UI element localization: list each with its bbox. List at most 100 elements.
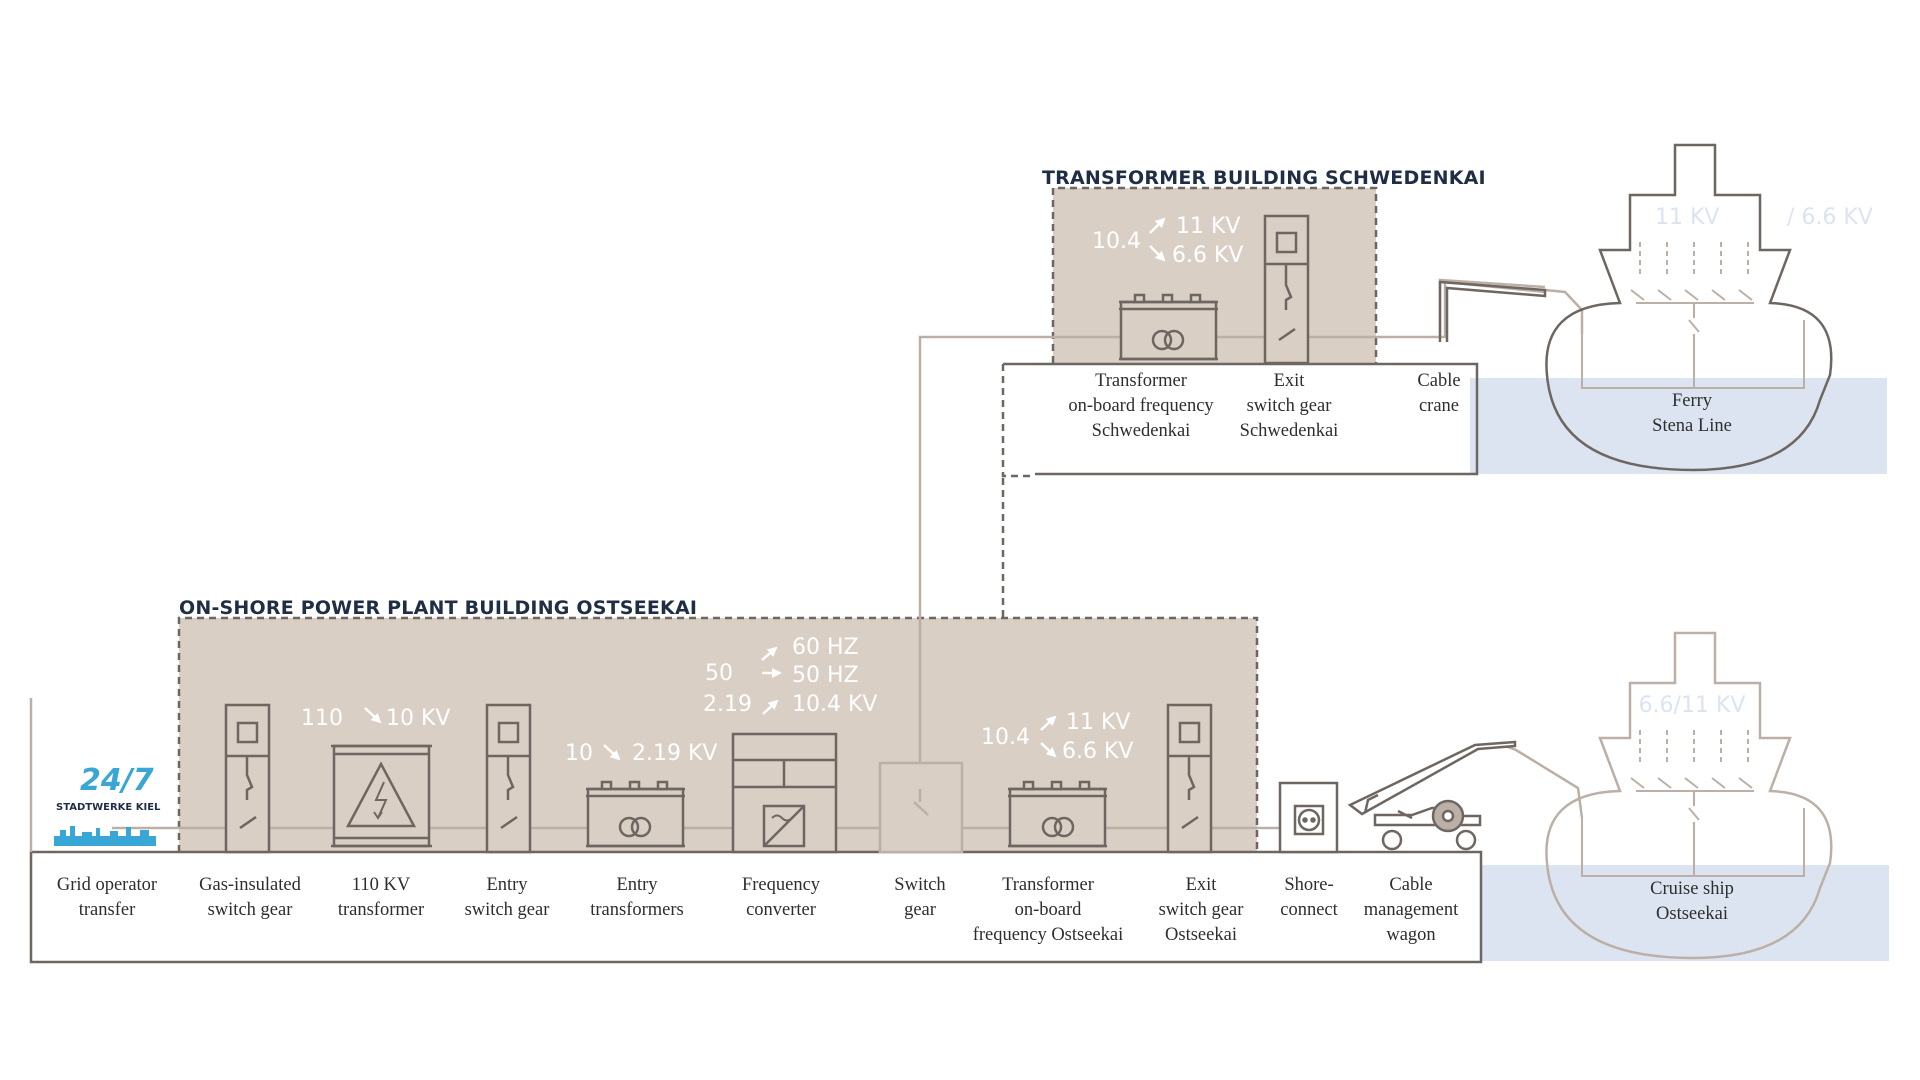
t110-to: 10 KV — [386, 706, 450, 731]
label-exit-o-line: Ostseekai — [1165, 925, 1237, 945]
tob-o-to1: 11 KV — [1066, 710, 1130, 735]
label-cmw-line: wagon — [1386, 925, 1435, 945]
label-entry-sg-line: switch gear — [465, 900, 550, 920]
label-shore-line: Shore- — [1284, 875, 1333, 895]
cruise-wiring — [1581, 730, 1805, 877]
label-gis-line: Gas-insulated — [199, 875, 301, 895]
t110-from: 110 — [301, 706, 343, 731]
tob-s-to2: 6.6 KV — [1172, 243, 1243, 268]
cable-management-wagon — [1347, 740, 1517, 851]
logo-name: STADTWERKE KIEL — [56, 802, 161, 813]
label-cruise-line: Cruise ship — [1650, 879, 1734, 899]
heading-schwedenkai: TRANSFORMER BUILDING SCHWEDENKAI — [1042, 167, 1486, 189]
stadtwerke-kiel-logo: 24/7 STADTWERKE KIEL — [54, 763, 161, 846]
label-t110: 110 KV transformer — [338, 875, 424, 920]
tob-o-to2: 6.6 KV — [1062, 739, 1133, 764]
tob-s-to1: 11 KV — [1176, 214, 1240, 239]
label-entry-tr-line: Entry — [616, 875, 658, 895]
cruise-volt: 6.6/11 KV — [1639, 693, 1746, 718]
ferry-volt-b: / 6.6 KV — [1787, 205, 1873, 230]
cable-crane — [1438, 280, 1547, 342]
label-tob-o: Transformer on-board frequency Ostseekai — [973, 875, 1124, 945]
label-tob-s-line: on-board frequency — [1068, 396, 1214, 416]
freq-v-from: 2.19 — [703, 692, 752, 717]
label-freq: Frequency converter — [742, 875, 821, 920]
label-crane: Cable crane — [1417, 371, 1460, 416]
label-grid-line: Grid operator — [57, 875, 157, 895]
transformer-onboard-ostseekai — [1008, 780, 1107, 848]
ferry-wiring — [1581, 242, 1805, 389]
entry-switchgear — [485, 703, 532, 854]
frequency-converter — [731, 732, 838, 854]
label-ferry-line: Ferry — [1672, 391, 1713, 411]
ship-cruise — [1545, 631, 1833, 960]
label-exit-s-line: switch gear — [1247, 396, 1332, 416]
shore-connect — [1278, 781, 1339, 854]
heading-ostseekai: ON-SHORE POWER PLANT BUILDING OSTSEEKAI — [179, 597, 697, 619]
tob-s-from: 10.4 — [1092, 229, 1141, 254]
entry-to: 2.19 KV — [632, 741, 717, 766]
label-gis-line: switch gear — [208, 900, 293, 920]
label-switch: Switch gear — [894, 875, 945, 920]
logo-number: 24/7 — [80, 763, 154, 798]
city-skyline-icon — [54, 826, 156, 846]
label-t110-line: 110 KV — [352, 875, 411, 895]
label-gis: Gas-insulated switch gear — [199, 875, 301, 920]
water-schwedenkai — [1470, 378, 1887, 474]
label-shore: Shore-connect — [1280, 875, 1338, 920]
exit-switchgear-schwedenkai — [1263, 214, 1310, 365]
freq-out1: 60 HZ — [792, 635, 859, 660]
label-entry-tr-line: transformers — [590, 900, 684, 920]
label-tob-o-line: on-board — [1015, 900, 1083, 920]
label-freq-line: converter — [746, 900, 816, 920]
label-entry-tr: Entry transformers — [590, 875, 684, 920]
label-tob-o-line: frequency Ostseekai — [973, 925, 1124, 945]
entry-from: 10 — [565, 741, 593, 766]
ship-ferry — [1545, 143, 1833, 472]
tob-o-from: 10.4 — [981, 725, 1030, 750]
label-exit-o-line: Exit — [1186, 875, 1218, 895]
freq-v-to: 10.4 KV — [792, 692, 877, 717]
label-crane-line: Cable — [1417, 371, 1460, 391]
label-cmw: Cable management wagon — [1364, 875, 1459, 945]
freq-in: 50 — [705, 661, 733, 686]
label-exit-s-line: Exit — [1274, 371, 1306, 391]
gas-insulated-switchgear — [224, 703, 271, 854]
label-crane-line: crane — [1419, 396, 1459, 416]
label-shore-line: connect — [1280, 900, 1338, 920]
exit-switchgear-ostseekai — [1166, 703, 1213, 854]
dashed-outlines — [177, 186, 1378, 852]
label-entry-sg-line: Entry — [486, 875, 528, 895]
label-cruise-line: Ostseekai — [1656, 904, 1728, 924]
label-ferry-line: Stena Line — [1652, 416, 1732, 436]
label-tob-s-line: Transformer — [1095, 371, 1187, 391]
voltage-labels-ostseekai: 110 10 KV 10 2.19 KV 50 60 HZ 50 HZ 2.19… — [301, 635, 1133, 766]
label-switch-line: gear — [904, 900, 936, 920]
label-entry-sg: Entry switch gear — [465, 875, 550, 920]
freq-out2: 50 HZ — [792, 663, 859, 688]
platforms — [29, 362, 1483, 964]
switchgear — [878, 761, 964, 854]
label-exit-s-line: Schwedenkai — [1240, 421, 1339, 441]
entry-transformers — [586, 780, 685, 848]
transformer-110kv — [331, 744, 432, 848]
label-t110-line: transformer — [338, 900, 424, 920]
label-exit-o-line: switch gear — [1159, 900, 1244, 920]
label-tob-s-line: Schwedenkai — [1092, 421, 1191, 441]
label-switch-line: Switch — [894, 875, 945, 895]
label-tob-o-line: Transformer — [1002, 875, 1094, 895]
label-cmw-line: Cable — [1389, 875, 1432, 895]
voltage-labels-schwedenkai: 10.4 11 KV 6.6 KV — [1092, 214, 1243, 268]
label-freq-line: Frequency — [742, 875, 821, 895]
ferry-volt-a: 11 KV — [1655, 205, 1719, 230]
transformer-onboard-schwedenkai — [1119, 293, 1218, 361]
label-cmw-line: management — [1364, 900, 1459, 920]
